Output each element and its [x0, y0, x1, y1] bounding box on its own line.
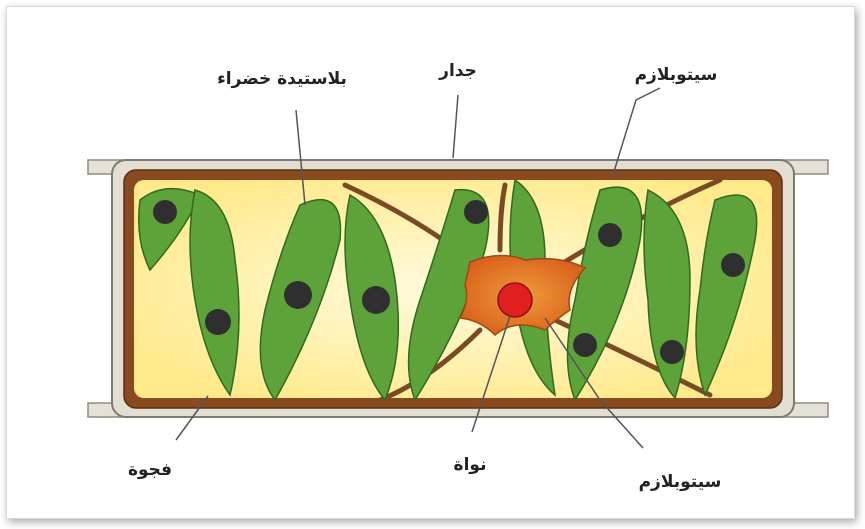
nucleus [498, 283, 532, 317]
label-wall: جدار [438, 61, 477, 81]
label-nucleus: نواة [454, 455, 487, 475]
label-chloroplast: بلاستيدة خضراء [217, 69, 347, 89]
label-cytoplasm-bottom: سيتوبلازم [639, 472, 722, 492]
label-vacuole: فجوة [128, 460, 172, 480]
label-cytoplasm-top: سيتوبلازم [635, 65, 718, 85]
